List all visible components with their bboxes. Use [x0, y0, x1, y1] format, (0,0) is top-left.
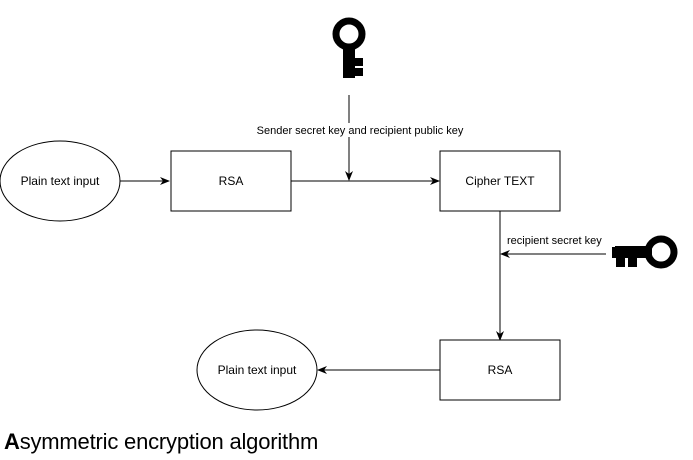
rsa-node-top: RSA [170, 150, 292, 212]
sender-key-label: Sender secret key and recipient public k… [257, 125, 464, 137]
cipher-text-label: Cipher TEXT [465, 174, 535, 188]
plain-text-output-label: Plain text input [218, 363, 297, 377]
caption-rest: symmetric encryption algorithm [19, 429, 319, 454]
recipient-key-icon [612, 235, 678, 269]
rsa-top-label: RSA [219, 174, 244, 188]
diagram-caption: Asymmetric encryption algorithm [4, 429, 318, 455]
rsa-bottom-label: RSA [488, 363, 513, 377]
cipher-text-node: Cipher TEXT [439, 150, 561, 212]
sender-key-icon [332, 17, 366, 78]
rsa-node-bottom: RSA [439, 339, 561, 401]
caption-first-letter: A [4, 429, 20, 454]
plain-text-input-top-label: Plain text input [21, 174, 100, 188]
plain-text-output-node-bottom: Plain text input [196, 329, 318, 411]
plain-text-input-node-top: Plain text input [0, 140, 121, 222]
recipient-key-label: recipient secret key [507, 235, 602, 247]
